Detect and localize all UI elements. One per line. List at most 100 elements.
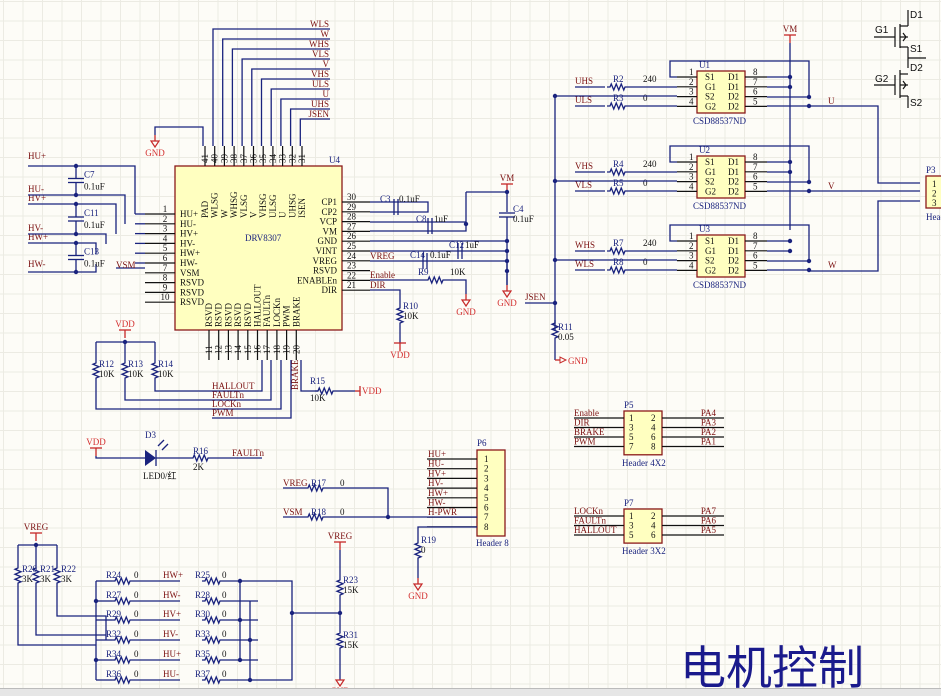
u4-pin-name: ULSG [268,194,278,218]
hall-resistor-value: 0 [134,669,139,679]
p7-net: PA6 [701,516,717,526]
p7-part: Header 3X2 [622,546,666,556]
u4-pin-num: 12 [214,345,224,354]
mosfet-pin-num: 3 [689,251,694,261]
wire [902,80,907,86]
p6-pin-num: 5 [484,493,489,503]
pullup-value: 10K [158,369,174,379]
cap-value: 1uF [465,240,479,250]
mosfet-pin-name: S1 [705,236,715,246]
wire [28,264,97,273]
mosfet-pin-name: S1 [705,157,715,167]
vdd-label: VDD [390,350,410,360]
net-JSEN: JSEN [525,292,546,302]
mosfet-pin-num: 2 [689,162,694,172]
mosfet-pin-name: D1 [728,236,739,246]
u4-pin-num: 7 [163,263,168,273]
pullup-designator: R14 [158,359,174,369]
mosfet-pin-name: D1 [728,72,739,82]
wire [289,108,330,146]
net-ULS: ULS [312,79,329,89]
hall-resistor-designator: R28 [195,590,211,600]
mosfet-pin-num: 6 [753,87,758,97]
net-WLS: WLS [310,19,329,29]
led-part: LED0/红 [143,470,177,481]
net-W: W [828,260,837,270]
gate-resistor-icon [607,167,627,177]
gate-resistor-value: 240 [643,238,657,248]
p5-net: BRAKE [574,427,605,437]
r15-value: 10K [310,393,326,403]
gnd-label: GND [408,591,428,601]
u4-pin-name: RSVD [243,302,253,327]
wire [417,526,477,540]
gate-resistor-icon [607,186,627,196]
u4-pin-num: 37 [239,154,249,163]
u4-pin-num: 4 [163,233,168,243]
mosfet-part: CSD88537ND [693,116,747,126]
p5-net: PA1 [701,437,716,447]
net-PWM: PWM [212,408,234,418]
gate-resistor-designator: R5 [613,178,624,188]
u4-body [174,165,343,331]
p5-net: PWM [574,437,596,447]
gnd-label: GND [456,307,476,317]
u4-pin-name: CP2 [321,207,337,217]
gate-resistor-designator: R7 [613,238,624,248]
hall-resistor-value: 0 [134,570,139,580]
hall-resistor-value: 0 [222,609,227,619]
mosfet-pin-name: D2 [728,265,739,275]
p6-body [476,449,506,537]
legend-d1: D1 [910,10,923,21]
junction-dot [247,637,253,643]
wire [35,585,106,636]
hall-resistor-designator: R34 [106,649,122,659]
r10-resistor-icon [395,305,405,325]
junction-dot [552,300,558,306]
r15-designator: R15 [310,376,326,386]
p5-body [623,410,663,456]
mosfet-pin-name: D1 [728,82,739,92]
mosfet-pin-num: 3 [689,172,694,182]
cap-designator: C8 [416,214,427,224]
wire [669,60,810,97]
wire [28,165,136,214]
mosfet-pin-name: G2 [705,186,716,196]
junction-dot [237,657,243,663]
hall-resistor-designator: R25 [195,570,211,580]
net-W: W [321,29,330,39]
led-icon [145,450,156,466]
p5-pin-num: 5 [629,432,634,442]
p6-pin-num: 4 [484,483,489,493]
r17-designator: R17 [311,478,327,488]
u4-pin-name: VM [322,226,337,236]
pullup-resistor-icon [120,360,130,380]
wire [222,38,330,146]
horizontal-scrollbar[interactable] [0,688,941,696]
p6-part: Header 8 [476,538,509,548]
cap-designator: C12 [449,240,464,250]
wire [28,194,126,224]
hall-resistor-designator: R37 [195,669,211,679]
hall-resistor-designator: R35 [195,649,211,659]
p7-pin-num: 3 [629,521,634,531]
mosfet-pin-name: D2 [728,177,739,187]
u4-pin-num: 20 [291,345,301,355]
legend-d2: D2 [910,63,923,74]
net-UHS: UHS [575,76,593,86]
p5-pin-num: 8 [651,442,656,452]
p5-pin-num: 1 [629,413,634,423]
hall-net: HW- [163,590,181,600]
r18-resistor-icon [305,512,325,522]
u4-pin-name: UHSG [287,193,297,218]
cap-value: 0.1uF [399,194,420,204]
gate-resistor-value: 0 [643,257,648,267]
p6-pin-num: 7 [484,512,489,522]
mosfet-pin-name: G1 [705,246,716,256]
u4-pin-name: RSVD [313,266,338,276]
r16-resistor-icon [190,453,210,463]
mosfet-pin-num: 5 [753,181,758,191]
net-BRAKE: BRAKE [290,359,300,390]
hall-resistor-designator: R36 [106,669,122,679]
